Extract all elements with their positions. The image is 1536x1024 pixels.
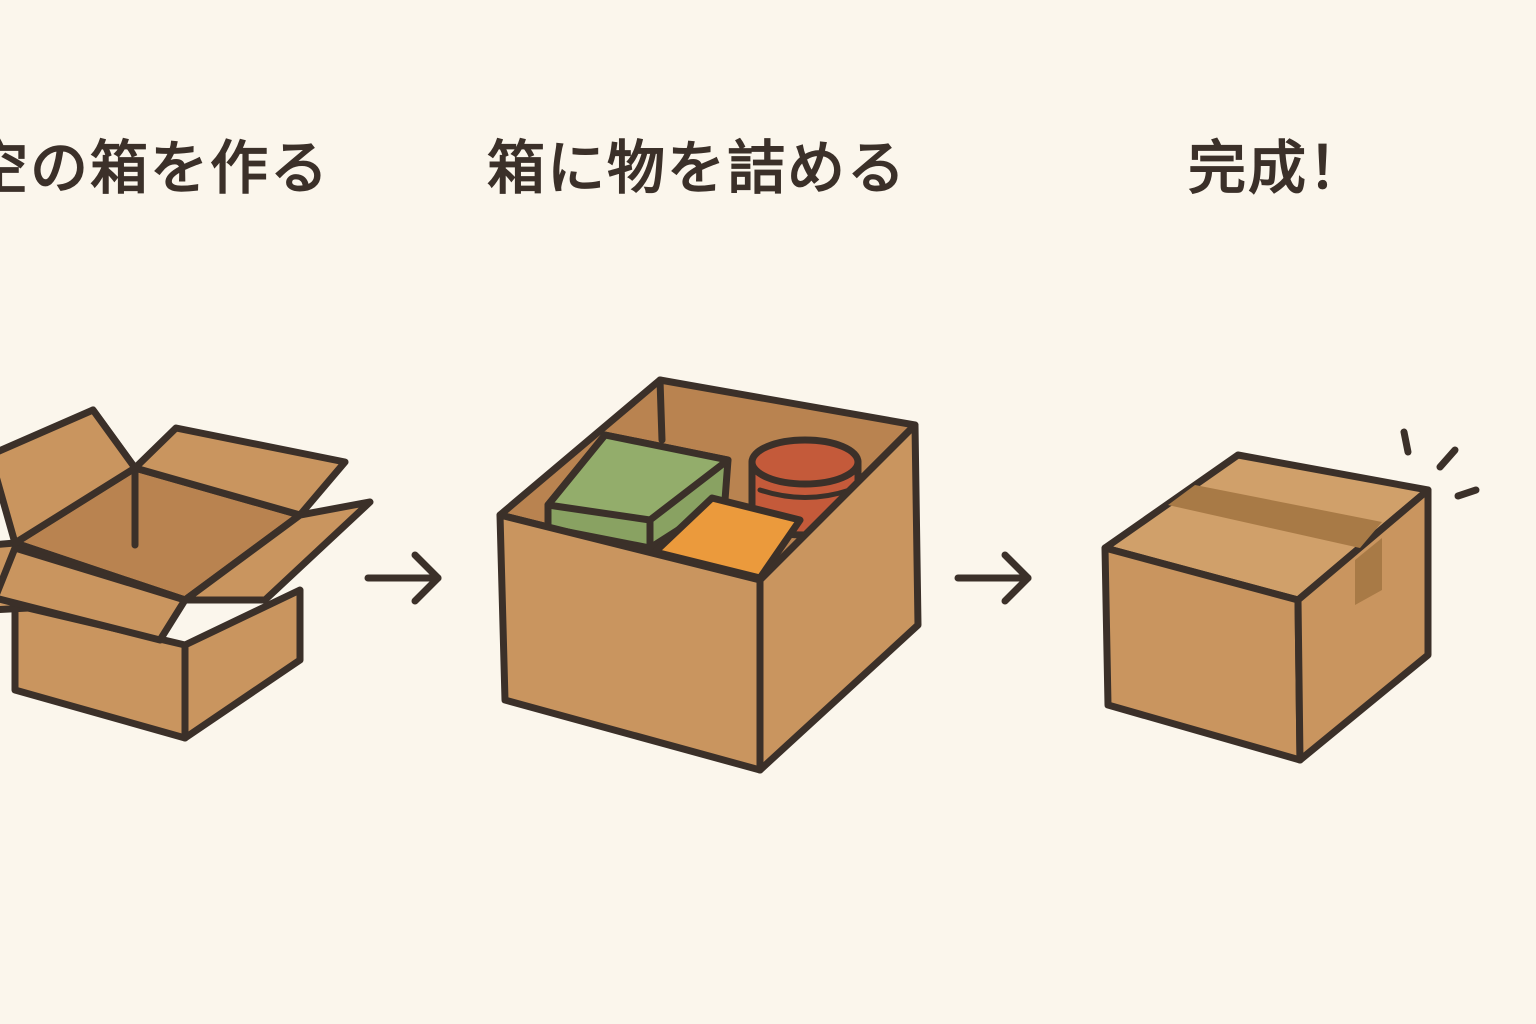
open-empty-box-icon xyxy=(0,406,374,742)
green-item-icon xyxy=(544,431,732,552)
step-1-title: 空の箱を作る xyxy=(0,134,331,202)
arrow-right-icon-1 xyxy=(364,551,442,605)
step-2-title: 箱に物を詰める xyxy=(487,134,908,202)
filled-box-icon xyxy=(496,376,922,774)
arrow-right-icon-2 xyxy=(954,551,1032,605)
taped-closed-box-icon xyxy=(1101,428,1480,764)
step-3-title: 完成！ xyxy=(1188,134,1369,202)
sparkle-icon xyxy=(1400,428,1480,500)
